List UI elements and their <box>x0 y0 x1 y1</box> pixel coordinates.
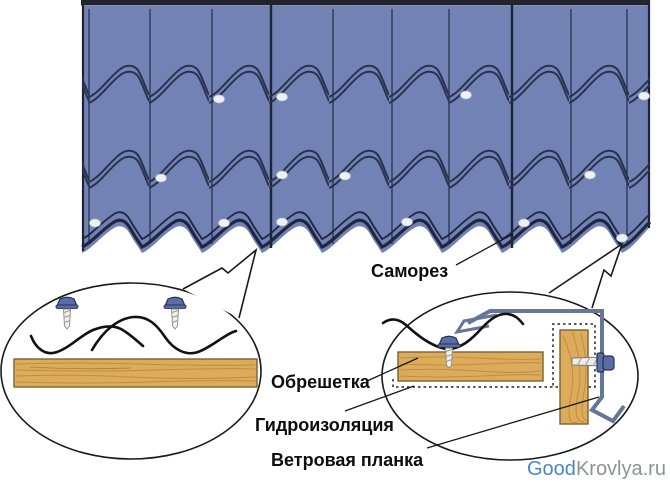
wind-strip-clip <box>453 313 498 335</box>
roof-screw-dots <box>89 90 650 243</box>
watermark-part2: Krovlya.ru <box>576 458 666 480</box>
leader-wind-strip <box>426 396 600 449</box>
tile-sheet-profile-line <box>381 312 525 351</box>
tile-sheet-profile-lines <box>29 315 238 355</box>
roof-tiles <box>81 0 652 253</box>
leader-screw <box>455 233 514 266</box>
tile-wave-row-1 <box>82 57 650 105</box>
left-callout-arrow <box>182 247 258 319</box>
leader-batten <box>366 357 419 382</box>
leader-lines <box>344 233 600 449</box>
right-detail-callout <box>381 242 639 461</box>
left-detail-callout <box>0 247 262 460</box>
label-vetrovaya-planka: Ветровая планка <box>271 450 424 470</box>
wooden-batten-right <box>397 351 544 382</box>
leader-waterproofing <box>344 385 415 412</box>
diagram-labels: Саморез Обрешетка Гидроизоляция Ветровая… <box>255 261 448 470</box>
roof-bottom-edge-thick <box>81 218 652 249</box>
side-screw-icon <box>571 352 615 373</box>
watermark-part1: Good <box>527 458 576 480</box>
wooden-end-board <box>559 329 589 425</box>
wind-strip <box>453 309 626 424</box>
label-obreshetka: Обрешетка <box>271 372 371 392</box>
roof-ridge-bar <box>81 0 650 6</box>
label-gidroizolyaciya: Гидроизоляция <box>255 415 394 435</box>
roof-bottom-edge-thin <box>81 211 651 241</box>
tile-wave-row-2 <box>82 142 650 190</box>
wooden-batten-left <box>13 358 258 388</box>
label-samorez: Саморез <box>371 261 448 281</box>
watermark-goodkrovlya: GoodKrovlya.ru <box>527 458 666 480</box>
waterproofing-outline <box>392 323 596 388</box>
right-callout-arrow <box>548 242 624 309</box>
